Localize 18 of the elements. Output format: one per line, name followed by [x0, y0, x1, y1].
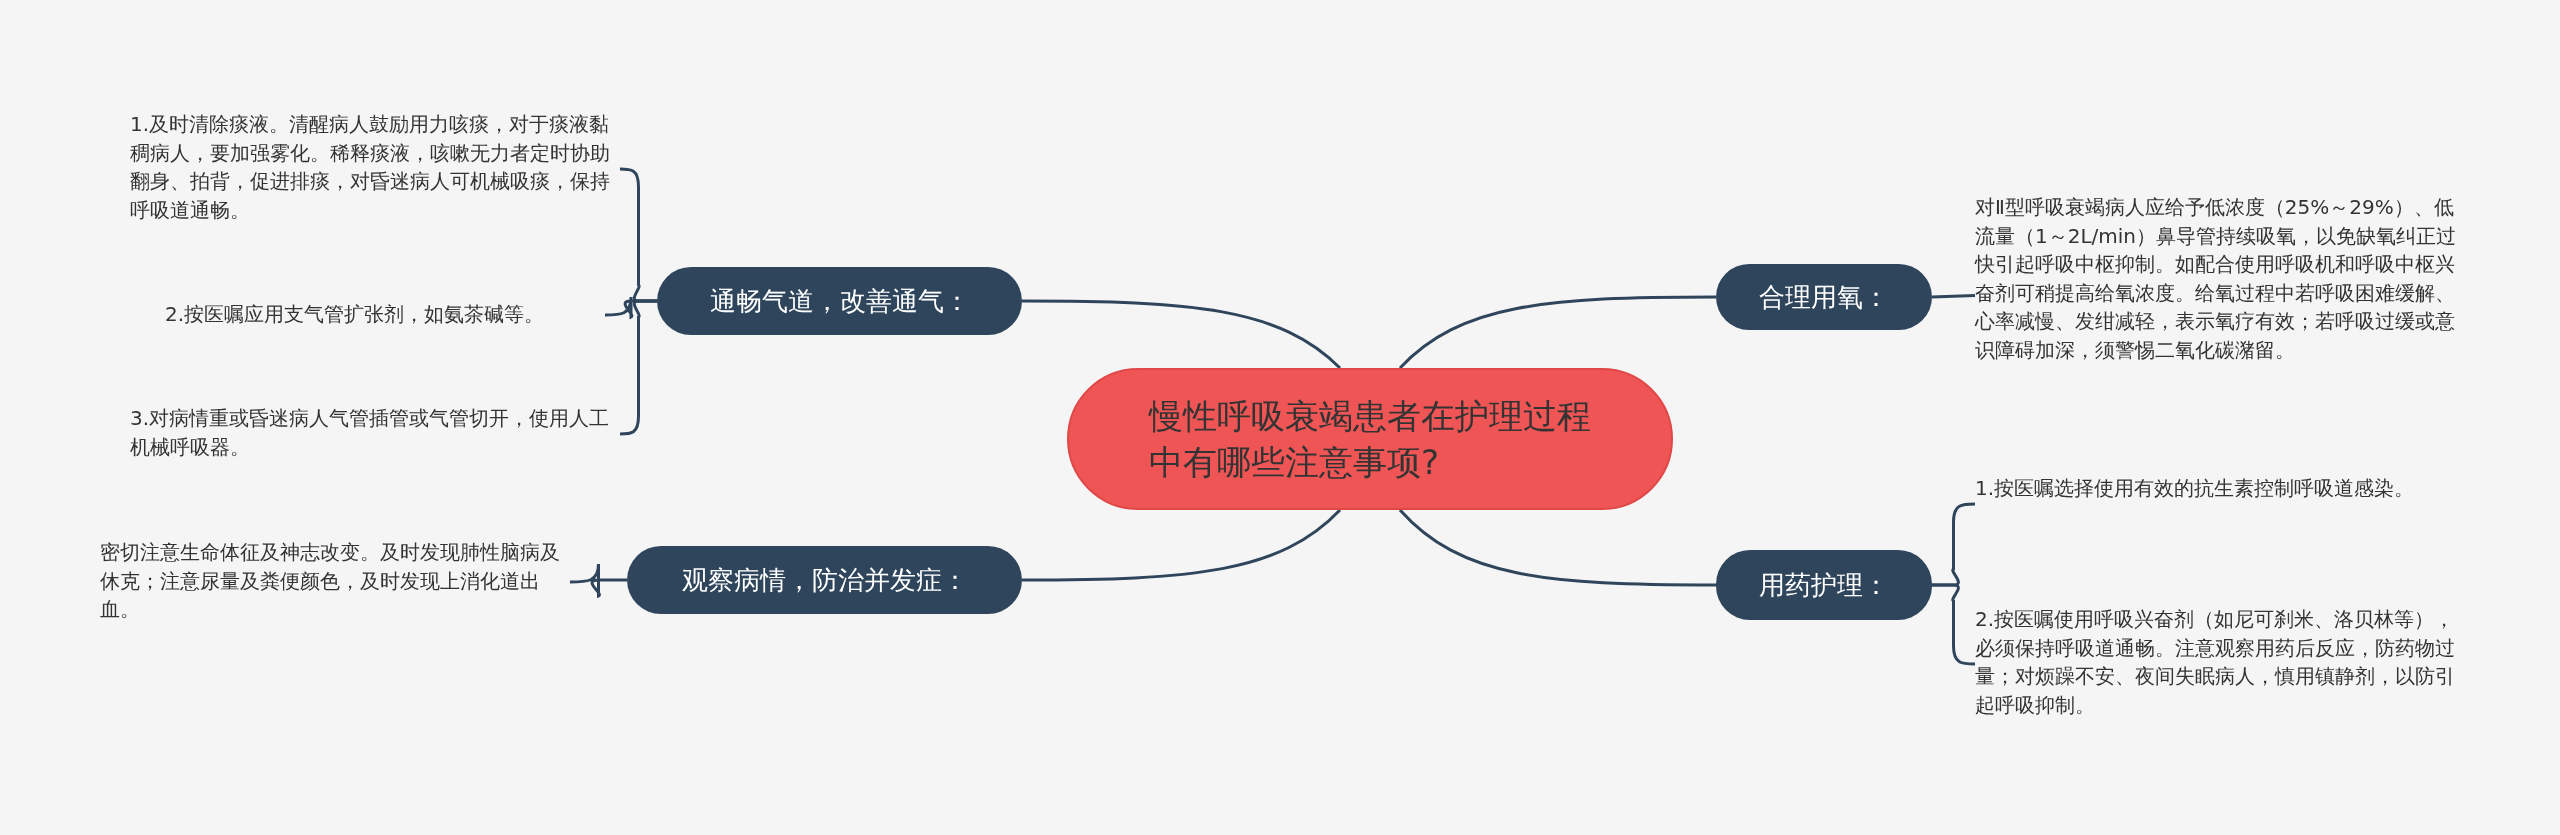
connector-line	[1398, 295, 1716, 370]
note-text: 3.对病情重或昏迷病人气管插管或气管切开，使用人工机械呼吸器。	[130, 404, 620, 464]
branch-pill: 通畅气道，改善通气：	[657, 267, 1022, 335]
connector-line	[570, 562, 627, 598]
note-text: 1.及时清除痰液。清醒病人鼓励用力咳痰，对于痰液黏稠病人，要加强雾化。稀释痰液，咳嗽无力者定时协助翻身、拍背，促进排痰，对昏迷病人可机械吸痰，保持呼吸道通畅。	[130, 110, 620, 228]
connector-line	[1022, 508, 1342, 582]
branch-pill: 观察病情，防治并发症：	[627, 546, 1022, 614]
note-text: 2.按医嘱应用支气管扩张剂，如氨茶碱等。	[165, 300, 605, 330]
connector-line	[1931, 294, 1976, 299]
topic-pill: 慢性呼吸衰竭患者在护理过程中有哪些注意事项?	[1067, 368, 1673, 510]
connector-line	[1022, 299, 1341, 370]
note-text: 1.按医嘱选择使用有效的抗生素控制呼吸道感染。	[1975, 474, 2467, 534]
branch-pill: 合理用氧：	[1716, 264, 1932, 330]
branch-pill: 用药护理：	[1716, 550, 1932, 620]
note-text: 密切注意生命体征及神志改变。及时发现肺性脑病及休克；注意尿量及粪便颜色，及时发现上消化道出血。	[100, 538, 570, 626]
note-text: 对Ⅱ型呼吸衰竭病人应给予低浓度（25%～29%）、低流量（1～2L/min）鼻导管持续吸氧，以免缺氧纠正过快引起呼吸中枢抑制。如配合使用呼吸机和呼吸中枢兴奋剂可稍提高给氧浓度。给氧过程中若呼吸困难缓解、心率减慢、发绀减轻，表示氧疗有效；若呼吸过缓或意识障碍加深，须警惕二氧化碳潴留。	[1975, 193, 2467, 398]
note-text: 2.按医嘱使用呼吸兴奋剂（如尼可刹米、洛贝林等），必须保持呼吸道通畅。注意观察用药后反应，防药物过量；对烦躁不安、夜间失眠病人，慎用镇静剂，以防引起呼吸抑制。	[1975, 605, 2467, 723]
connector-line	[1398, 508, 1716, 587]
